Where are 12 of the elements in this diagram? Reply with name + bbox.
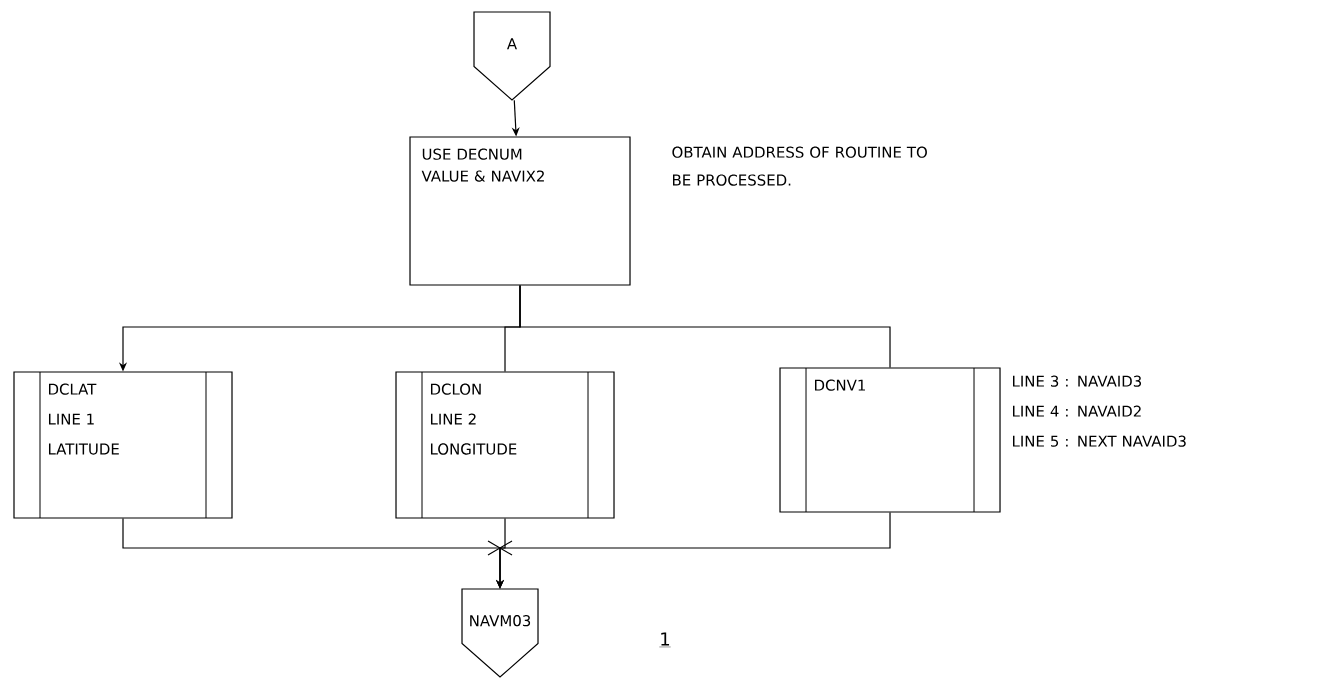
connector-pentagon: NAVM03: [461, 588, 539, 678]
subroutine-box: DCLAT LINE 1 LATITUDE: [13, 371, 233, 519]
annotation-text: LINE 4 : NAVAID2: [1013, 405, 1141, 417]
subroutine-box: DCNV1: [779, 367, 1001, 513]
annotation-text: LINE 5 : NEXT NAVAID3: [1013, 435, 1186, 447]
annotation-text: LINE 3 : NAVAID3: [1013, 375, 1142, 387]
connector-line: [519, 285, 891, 368]
page-number: 1: [659, 632, 671, 648]
subroutine-box: DCLON LINE 2 LONGITUDE: [395, 371, 615, 519]
process-box: USE DECNUM VALUE & NAVIX2: [409, 136, 631, 286]
annotation-text: OBTAIN ADDRESS OF ROUTINE TO BE PROCESSED.: [672, 146, 927, 186]
connector-pentagon: A: [473, 11, 551, 101]
